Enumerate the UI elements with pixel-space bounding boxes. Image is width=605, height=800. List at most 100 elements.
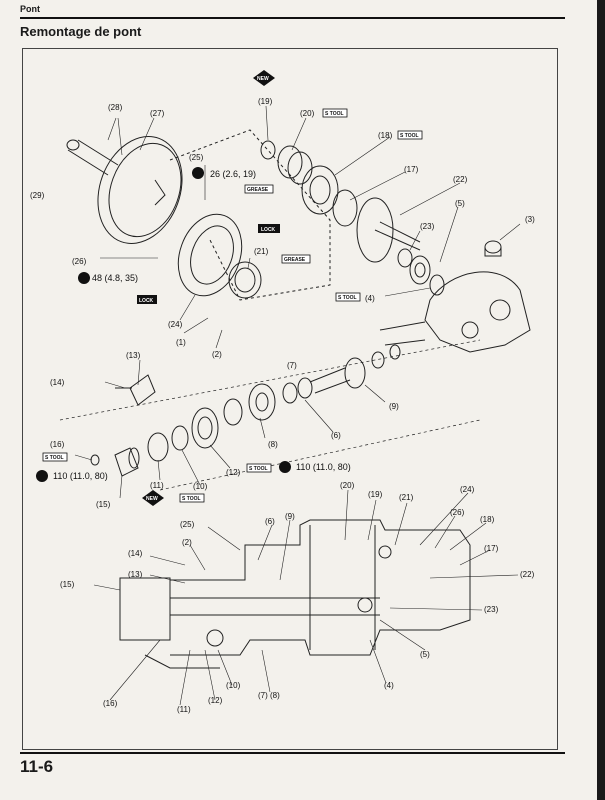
part-label-section: (10) — [226, 681, 241, 690]
pinion-9 — [309, 344, 401, 394]
bolt-16 — [90, 454, 100, 466]
part-label-exploded: (16) — [50, 440, 65, 449]
axle-housing — [379, 271, 531, 353]
new-tag-text: NEW — [257, 76, 269, 82]
part-label-section: (20) — [340, 481, 355, 490]
torque-spec: 26 (2.6, 19) — [210, 169, 256, 179]
bearing-6 — [282, 377, 313, 404]
plate-13 — [129, 374, 156, 406]
part-label-section: (12) — [208, 696, 223, 705]
diagram-frame — [22, 48, 558, 750]
part-label-section: (19) — [368, 490, 383, 499]
carrier-24 — [177, 213, 243, 297]
part-label-section: (24) — [460, 485, 475, 494]
part-label-exploded: (15) — [96, 500, 111, 509]
torque-nut-icons — [36, 167, 291, 482]
new-tags — [142, 70, 275, 506]
part-label-section: (9) — [285, 512, 295, 521]
part-label-exploded: (29) — [30, 191, 45, 200]
ring-10 — [171, 425, 189, 451]
part-label-section: (21) — [399, 493, 414, 502]
bearing-21 — [228, 261, 262, 299]
section-view-housing — [119, 519, 471, 669]
part-label-section: (25) — [180, 520, 195, 529]
part-label-section: (13) — [128, 570, 143, 579]
grease-tags — [244, 184, 311, 264]
plug-3 — [484, 240, 502, 257]
part-label-section: (23) — [484, 605, 499, 614]
shaft-29 — [66, 139, 119, 176]
part-label-section: (4) — [384, 681, 394, 690]
part-label-exploded: (5) — [455, 199, 465, 208]
part-label-exploded: (4) — [365, 294, 375, 303]
part-label-exploded: (10) — [193, 482, 208, 491]
footer-rule — [20, 752, 565, 754]
part-label-exploded: (26) — [72, 257, 87, 266]
special-tool-tag-text: S TOOL — [249, 466, 268, 472]
part-label-exploded: (9) — [389, 402, 399, 411]
bearing-8 — [248, 383, 276, 421]
new-tag-text: NEW — [146, 496, 158, 502]
special-tool-tag-text: S TOOL — [182, 496, 201, 502]
part-label-exploded: (11) — [150, 481, 164, 490]
torque-spec: 110 (11.0, 80) — [53, 471, 108, 481]
special-tool-tag-text: S TOOL — [338, 295, 357, 301]
part-label-exploded: (14) — [50, 378, 65, 387]
part-label-exploded: (7) — [287, 361, 297, 370]
part-label-section: (11) — [177, 705, 191, 714]
lock-tags — [137, 224, 280, 304]
part-label-section: (7) (8) — [258, 691, 280, 700]
circlip-11 — [147, 432, 169, 462]
part-label-exploded: (8) — [268, 440, 278, 449]
nut-15 — [114, 447, 140, 477]
ring-gear-22 — [356, 197, 421, 263]
part-label-exploded: (3) — [525, 215, 535, 224]
part-label-exploded: (20) — [300, 109, 315, 118]
spacer-7 — [223, 398, 243, 426]
page-title: Remontage de pont — [20, 24, 142, 39]
lock-tag-text: LOCK — [261, 227, 276, 233]
part-label-exploded: (13) — [126, 351, 141, 360]
part-label-exploded: (18) — [378, 131, 393, 140]
part-label-section: (2) — [182, 538, 192, 547]
lock-tag-text: LOCK — [139, 298, 154, 304]
gear-12 — [191, 407, 219, 449]
grease-tag-text: GREASE — [247, 187, 269, 193]
torque-spec: 48 (4.8, 35) — [92, 273, 138, 283]
special-tool-tag-text: S TOOL — [400, 133, 419, 139]
torque-spec: 110 (11.0, 80) — [296, 462, 351, 472]
part-label-section: (17) — [484, 544, 499, 553]
part-label-exploded: (27) — [150, 109, 165, 118]
header-rule — [20, 17, 565, 19]
part-label-section: (18) — [480, 515, 495, 524]
part-label-section: (15) — [60, 580, 75, 589]
part-label-exploded: (25) — [189, 153, 204, 162]
part-label-section: (6) — [265, 517, 275, 526]
part-label-exploded: (28) — [108, 103, 123, 112]
part-label-section: (5) — [420, 650, 430, 659]
cover-27 — [97, 136, 183, 244]
part-label-section: (26) — [450, 508, 465, 517]
part-label-section: (22) — [520, 570, 535, 579]
page-number: 11-6 — [20, 757, 54, 776]
part-label-exploded: (6) — [331, 431, 341, 440]
bearing-18 — [301, 165, 339, 215]
part-label-exploded: (22) — [453, 175, 468, 184]
special-tool-tag-text: S TOOL — [325, 111, 344, 117]
part-label-exploded: (19) — [258, 97, 273, 106]
part-label-exploded: (21) — [254, 247, 269, 256]
section-header: Pont — [20, 4, 40, 14]
part-label-exploded: (17) — [404, 165, 419, 174]
special-tool-tag-text: S TOOL — [45, 455, 64, 461]
part-label-exploded: (12) — [226, 468, 241, 477]
part-label-exploded: (23) — [420, 222, 435, 231]
part-label-exploded: (2) — [212, 350, 222, 359]
bearing-5 — [409, 255, 431, 285]
part-label-section: (14) — [128, 549, 143, 558]
shim-17 — [332, 189, 358, 227]
bearing-23 — [397, 248, 413, 268]
page-edge-shadow — [597, 0, 605, 800]
grease-tag-text: GREASE — [284, 257, 306, 263]
part-label-exploded: (1) — [176, 338, 186, 347]
